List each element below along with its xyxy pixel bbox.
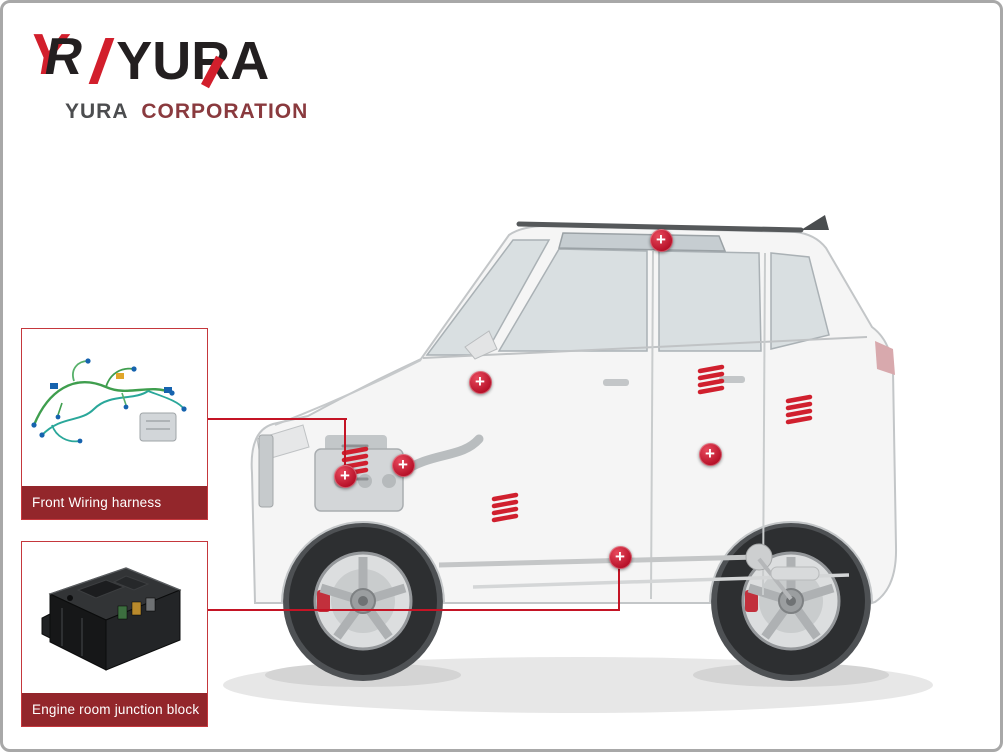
subtitle-brand: YURA <box>65 100 129 123</box>
subtitle-rest: CORPORATION <box>141 100 309 123</box>
yura-subtitle: YURA CORPORATION <box>65 100 308 124</box>
logo-red-slash-icon <box>88 38 115 84</box>
hotspot-sunroof[interactable]: + <box>649 228 673 252</box>
hotspot-layer: + + + + + + <box>3 3 1000 749</box>
hotspot-engine-bay-left[interactable]: + <box>333 464 357 488</box>
yura-logo: YR YURA YURA CORPORATION <box>23 21 308 124</box>
connector-line-junction-block-rise <box>618 567 620 611</box>
hotspot-cowl-windshield[interactable]: + <box>468 370 492 394</box>
rear-wheel <box>717 527 865 675</box>
yura-wordmark: YURA <box>116 31 270 91</box>
connector-line-junction-block <box>206 609 620 611</box>
callout-engine-room-junction-block[interactable]: Engine room junction block <box>21 541 208 727</box>
junction-block-illustration <box>22 542 207 693</box>
hotspot-engine-bay-right[interactable]: + <box>391 453 415 477</box>
callout-label-engine-room-junction-block: Engine room junction block <box>22 693 207 726</box>
yura-logo-mark: YR <box>23 21 89 88</box>
wiring-harness-illustration <box>22 329 207 486</box>
hotspot-side-sill[interactable]: + <box>608 545 632 569</box>
front-wheel <box>289 527 437 675</box>
car-illustration <box>223 215 933 713</box>
hotspot-rear-door[interactable]: + <box>698 442 722 466</box>
callout-label-front-wiring-harness: Front Wiring harness <box>22 486 207 519</box>
wordmark-text: YURA <box>116 31 270 91</box>
callout-front-wiring-harness[interactable]: Front Wiring harness <box>21 328 208 520</box>
connector-line-front-harness <box>206 418 347 420</box>
connector-line-front-harness-drop <box>344 420 346 476</box>
